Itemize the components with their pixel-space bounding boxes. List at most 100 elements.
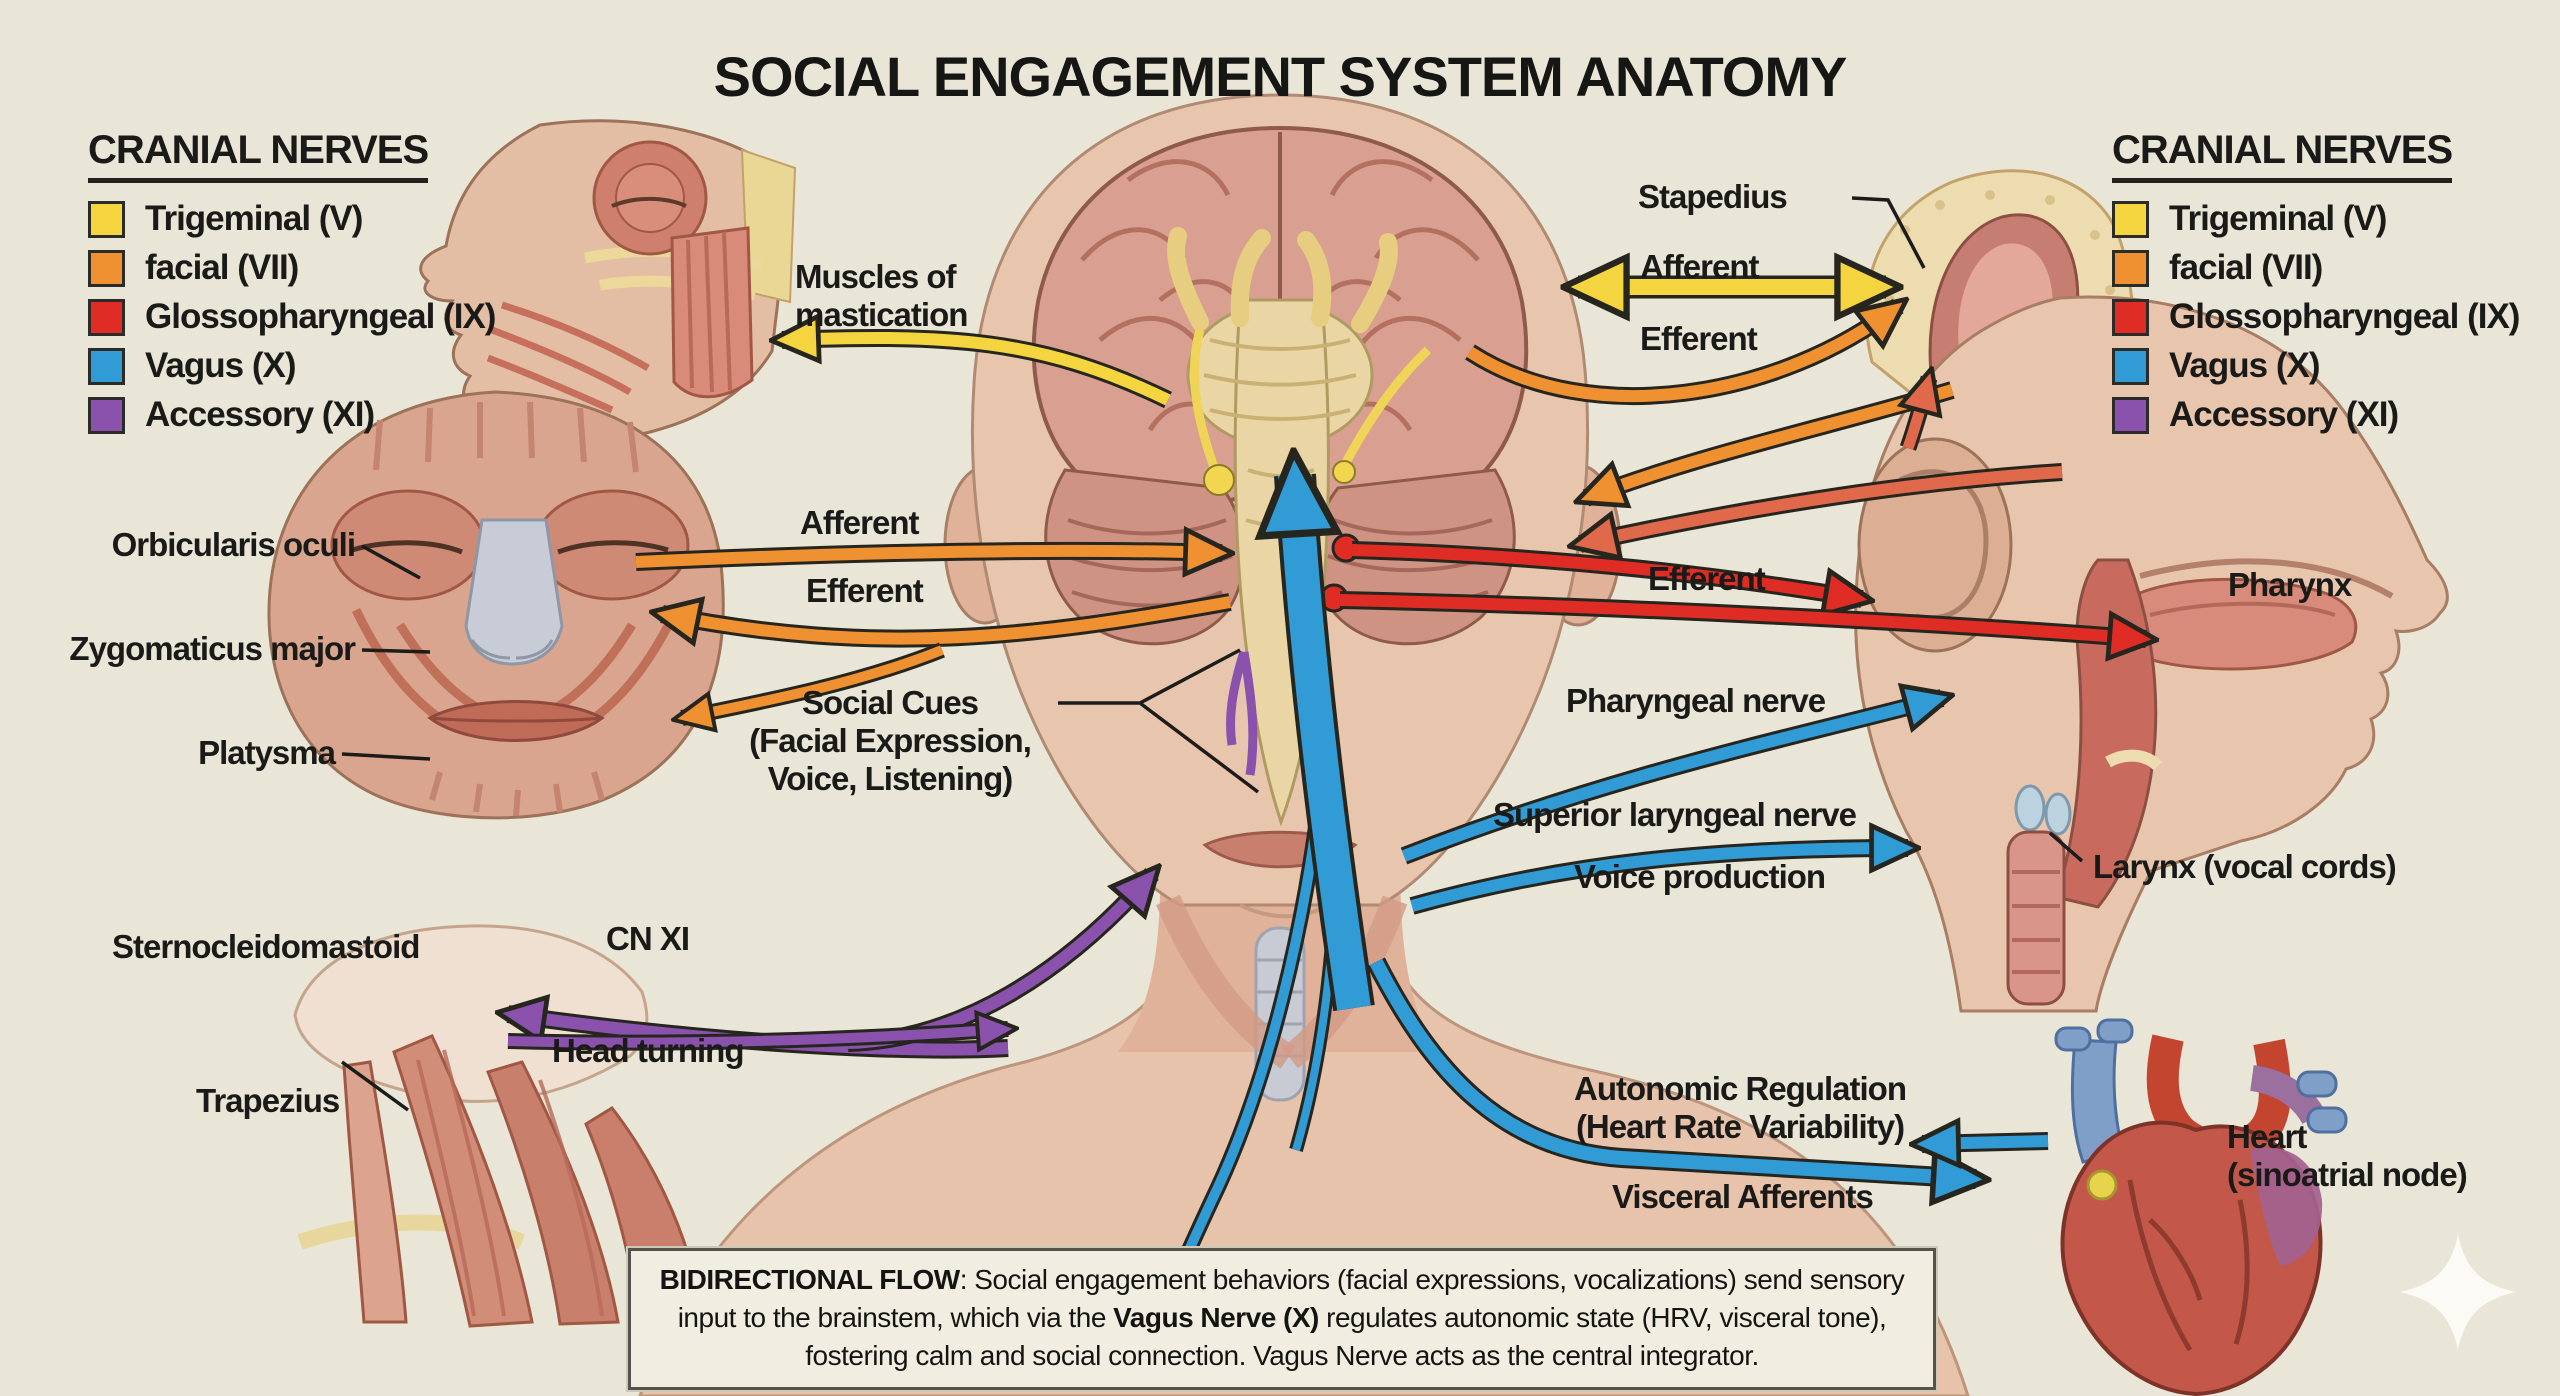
scm-column-left bbox=[342, 1060, 408, 1324]
legend-item-label: Trigeminal (V) bbox=[145, 199, 363, 238]
legend-item-label: Vagus (X) bbox=[2169, 346, 2320, 385]
legend-item-accessory: Accessory (XI) bbox=[88, 395, 538, 435]
sinoatrial-node bbox=[2086, 1169, 2118, 1201]
arrow-glosso-efferent-1 bbox=[1351, 544, 1862, 599]
platysma-striations bbox=[429, 771, 605, 817]
pointer-lines bbox=[340, 196, 2084, 1112]
label-cn-xi: CN XI bbox=[606, 920, 690, 957]
arrow-vagus-trunk bbox=[1295, 475, 1371, 1011]
pointer-zygomaticus bbox=[361, 648, 431, 654]
label-head-turning: Head turning bbox=[552, 1032, 744, 1069]
trigeminal-swatch bbox=[2112, 200, 2149, 238]
pointer-trapezius bbox=[340, 1060, 410, 1112]
heart-illustration bbox=[2054, 1018, 2348, 1396]
legend-title: CRANIAL NERVES bbox=[88, 128, 429, 183]
page-title: SOCIAL ENGAGEMENT SYSTEM ANATOMY bbox=[713, 44, 1848, 108]
vocal-cords bbox=[2014, 784, 2072, 836]
legend-item-glossopharyngeal: Glossopharyngeal (IX) bbox=[2112, 297, 2560, 337]
legend-item-label: Vagus (X) bbox=[145, 346, 296, 385]
vagus-swatch bbox=[88, 347, 125, 385]
legend-item-label: Trigeminal (V) bbox=[2169, 199, 2387, 238]
legend-item-trigeminal: Trigeminal (V) bbox=[2112, 199, 2560, 239]
nerve-arrows bbox=[507, 287, 2146, 1328]
note-vagus-bold: Vagus Nerve (X) bbox=[1113, 1302, 1319, 1333]
label-social-cues: Social Cues (Facial Expression, Voice, L… bbox=[725, 684, 1055, 798]
left-atrium bbox=[2250, 1147, 2323, 1266]
glossopharyngeal-swatch bbox=[2112, 298, 2149, 336]
legend-title: CRANIAL NERVES bbox=[2112, 128, 2453, 183]
label-social-cues-line1: Social Cues bbox=[801, 684, 979, 721]
vagus-swatch bbox=[2112, 347, 2149, 385]
heart-body bbox=[2060, 1120, 2323, 1396]
legend-item-label: Glossopharyngeal (IX) bbox=[2169, 297, 2520, 336]
legend-item-label: facial (VII) bbox=[145, 248, 299, 287]
legend-item-vagus: Vagus (X) bbox=[88, 346, 538, 386]
arrow-accessory-lower-right bbox=[507, 1029, 1008, 1043]
arrow-glosso-afferent bbox=[1580, 466, 2063, 544]
arrow-trigeminal-mastication bbox=[782, 338, 1171, 406]
label-muscles-of-mastication: Muscles of mastication bbox=[795, 258, 968, 333]
trigeminal-nerve-twig bbox=[1189, 328, 1432, 496]
sagittal-ear-fold bbox=[1898, 469, 1989, 621]
pointer-social-cues-lower bbox=[1138, 701, 1260, 794]
nose-front bbox=[464, 518, 564, 666]
arrow-glosso-efferent-2 bbox=[1339, 594, 2146, 639]
coronary-vessels bbox=[2127, 1179, 2250, 1352]
closed-eye-right bbox=[557, 540, 669, 555]
arrow-vagus-to-heart bbox=[1369, 958, 1976, 1179]
note-heading: BIDIRECTIONAL FLOW bbox=[659, 1264, 961, 1295]
label-stapedius: Stapedius bbox=[1638, 178, 1788, 215]
neck-muscles-illustration bbox=[293, 924, 706, 1328]
label-efferent-right: Efferent bbox=[1640, 320, 1758, 357]
label-platysma: Platysma bbox=[198, 734, 336, 771]
arrow-visceral-afferent bbox=[1922, 1141, 2049, 1144]
pointer-platysma bbox=[341, 752, 431, 761]
accessory-swatch bbox=[88, 396, 125, 434]
side-face-illustration bbox=[419, 119, 797, 445]
pointer-stapedius bbox=[1851, 196, 1926, 269]
forehead-striations bbox=[373, 401, 639, 473]
bidirectional-flow-note: BIDIRECTIONAL FLOW: Social engagement be… bbox=[626, 1246, 1938, 1392]
vein-stub-2 bbox=[2096, 1018, 2134, 1044]
eye-slit-side bbox=[611, 196, 687, 208]
nostrils bbox=[470, 639, 554, 660]
label-trapezius: Trapezius bbox=[196, 1082, 340, 1119]
arrow-pharyngeal-nerve bbox=[1401, 698, 1942, 862]
masseter-muscle bbox=[670, 226, 754, 399]
label-visceral-afferents: Visceral Afferents bbox=[1612, 1178, 1874, 1215]
label-zygomaticus-major: Zygomaticus major bbox=[69, 630, 356, 667]
label-pharyngeal-nerve: Pharyngeal nerve bbox=[1566, 682, 1826, 719]
note-body-1: : Social engagement behaviors (facial ex… bbox=[677, 1264, 1905, 1333]
larynx-trachea bbox=[2006, 830, 2066, 1006]
vein-stub-3 bbox=[2296, 1070, 2338, 1098]
accessory-nerve-twig bbox=[1226, 650, 1258, 776]
label-orbicularis-oculi: Orbicularis oculi bbox=[111, 526, 356, 563]
arrow-facial-to-ear bbox=[1466, 306, 1898, 403]
label-social-cues-line2: (Facial Expression, bbox=[749, 722, 1032, 759]
legend-item-trigeminal: Trigeminal (V) bbox=[88, 199, 538, 239]
pointer-larynx bbox=[2048, 831, 2084, 863]
label-afferent-left: Afferent bbox=[800, 504, 920, 541]
vein-stub-4 bbox=[2306, 1106, 2348, 1134]
label-heart-line1: Heart bbox=[2227, 1118, 2307, 1155]
arrow-facial-efferent-branch bbox=[682, 645, 944, 718]
arrow-glosso-ear-branch bbox=[1908, 378, 1929, 450]
trigeminal-swatch bbox=[88, 200, 125, 238]
label-sternocleidomastoid: Sternocleidomastoid bbox=[112, 928, 420, 965]
palate bbox=[2139, 558, 2394, 599]
nerve-roots bbox=[1167, 227, 1398, 333]
legend-item-facial: facial (VII) bbox=[2112, 248, 2560, 288]
accessory-swatch bbox=[2112, 396, 2149, 434]
label-autonomic-line1: Autonomic Regulation bbox=[1574, 1070, 1907, 1107]
label-larynx: Larynx (vocal cords) bbox=[2093, 848, 2397, 885]
legend-item-accessory: Accessory (XI) bbox=[2112, 395, 2560, 435]
label-afferent-right: Afferent bbox=[1640, 248, 1760, 285]
label-efferent-left: Efferent bbox=[806, 572, 924, 609]
tongue-striation bbox=[2149, 601, 2336, 617]
facial-swatch bbox=[2112, 249, 2149, 287]
note-body-2: regulates autonomic state (HRV, visceral… bbox=[805, 1302, 1887, 1371]
legend-item-glossopharyngeal: Glossopharyngeal (IX) bbox=[88, 297, 538, 337]
glossopharyngeal-swatch bbox=[88, 298, 125, 336]
arrow-superior-laryngeal bbox=[1410, 848, 1908, 912]
